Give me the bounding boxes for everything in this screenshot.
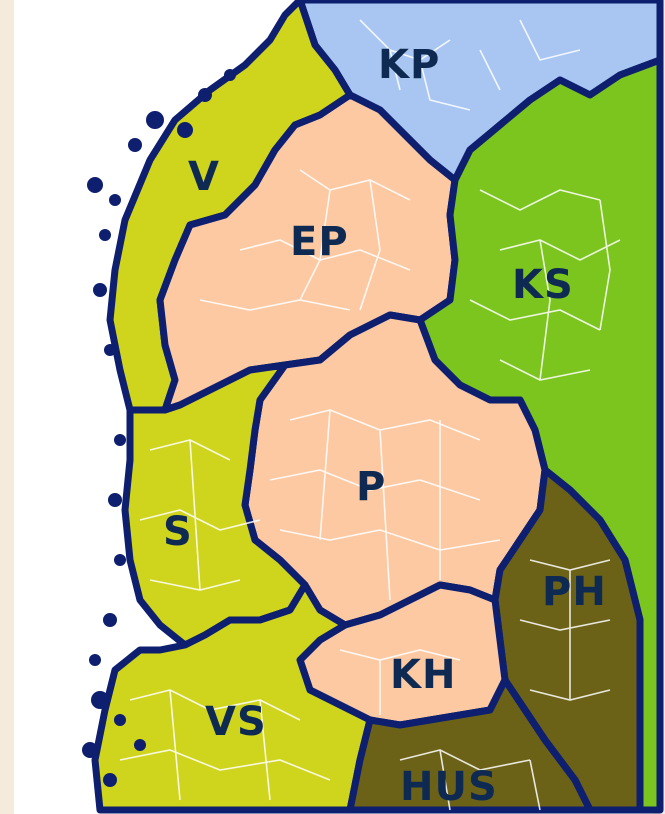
region-p-label: P [356,464,386,510]
region-s[interactable] [121,361,309,649]
municipality-borders [119,19,621,811]
region-ph-label: PH [542,569,607,615]
region-hus[interactable] [346,676,594,814]
region-kh-label: KH [390,652,456,698]
coastal-islands [82,69,236,787]
region-v-label: V [188,154,220,200]
region-vs-label: VS [205,699,267,745]
region-ks-label: KS [512,262,574,308]
region-ep-label: EP [290,219,349,265]
region-hus-label: HUS [400,764,498,810]
region-s-label: S [163,509,193,555]
region-vs[interactable] [91,581,374,814]
region-kp-label: KP [378,42,440,88]
